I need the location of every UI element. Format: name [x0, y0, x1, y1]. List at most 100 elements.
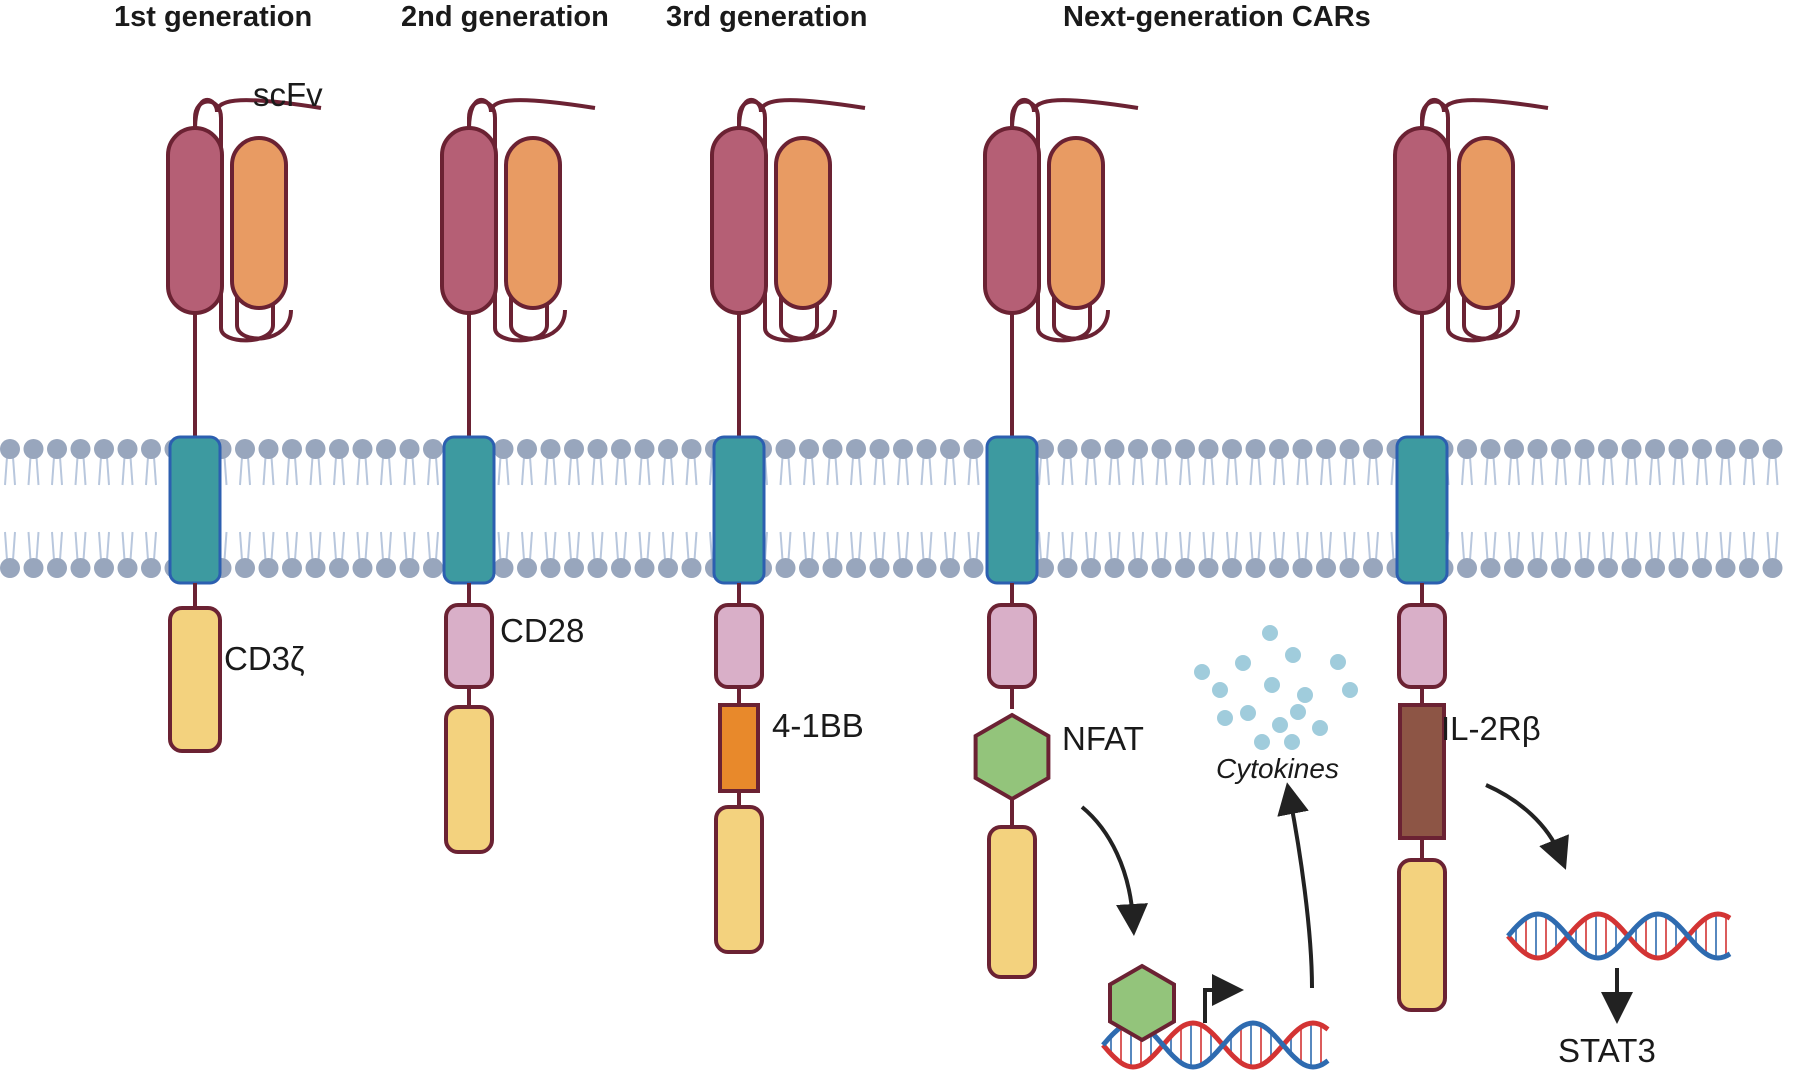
lipid-tail — [1696, 531, 1708, 561]
lipid-tail — [967, 531, 980, 561]
cell-membrane — [0, 439, 1783, 578]
lipid — [282, 439, 302, 578]
lipid-tail — [1108, 531, 1121, 561]
lipid-tail — [1320, 531, 1332, 561]
signaling-arrows — [1080, 782, 1633, 1024]
lipid-tail — [1461, 531, 1473, 561]
lipid-head — [94, 558, 114, 578]
lipid-tail — [1249, 456, 1262, 486]
lipid-head — [399, 558, 420, 578]
linker — [1010, 99, 1092, 343]
lipid — [799, 439, 819, 578]
lipid-head — [1081, 558, 1101, 578]
lipid-tail — [826, 456, 839, 486]
lipid-tail — [309, 456, 322, 486]
lipid — [1269, 439, 1289, 578]
lipid-head — [940, 558, 960, 578]
lipid-head — [1363, 558, 1383, 578]
lipid-head — [822, 439, 843, 459]
lipid-head — [869, 439, 890, 459]
lipid-tail — [1719, 456, 1732, 486]
lipid-head — [681, 439, 702, 459]
lipid — [423, 439, 443, 578]
lipid — [1762, 439, 1783, 578]
lipid — [1034, 439, 1054, 578]
cytokine-dot — [1262, 625, 1278, 641]
transcription-start-arrow-icon — [1203, 974, 1244, 1023]
lipid-tail — [1578, 456, 1591, 486]
lipid-tail — [27, 531, 40, 561]
cytokine-dot — [1240, 705, 1256, 721]
transmembrane-domain — [985, 435, 1039, 585]
lipid-head — [1480, 558, 1501, 578]
label-il-2rb: IL-2Rβ — [1441, 710, 1541, 747]
lipid-head — [1057, 558, 1078, 578]
lipid — [1457, 439, 1477, 578]
lipid — [399, 439, 420, 578]
lipid — [1668, 439, 1689, 578]
lipid — [1339, 439, 1360, 578]
lipid-tail — [497, 456, 510, 486]
lipid — [1574, 439, 1595, 578]
lipid-tail — [568, 456, 580, 486]
lipid — [564, 439, 584, 578]
4-1bb-domain — [718, 703, 760, 793]
lipid-tail — [521, 456, 533, 486]
lipid-tail — [779, 531, 792, 561]
lipid — [70, 439, 91, 578]
label-4-1bb: 4-1BB — [772, 707, 864, 744]
lipid-head — [1316, 558, 1336, 578]
lipid — [352, 439, 373, 578]
lipid-tail — [1766, 456, 1779, 486]
lipid-head — [423, 439, 443, 459]
lipid-tail — [1649, 456, 1661, 486]
lipid-tail — [121, 456, 134, 486]
label-scfv: scFv — [253, 76, 323, 113]
lipid-tail — [1555, 456, 1567, 486]
lipid-head — [1504, 558, 1524, 578]
cd28-domain — [1397, 603, 1447, 689]
lipid-tail — [1625, 456, 1638, 486]
lipid-head — [1104, 558, 1125, 578]
lipid-head — [70, 439, 91, 459]
lipid — [1292, 439, 1313, 578]
lipid-tail — [1085, 531, 1097, 561]
lipid-head — [799, 439, 819, 459]
lipid — [634, 439, 655, 578]
lipid-head — [846, 558, 866, 578]
lipid — [517, 439, 537, 578]
lipid-tail — [779, 456, 792, 486]
lipid-head — [47, 439, 67, 459]
lipid-head — [1363, 439, 1383, 459]
lipid-head — [1151, 439, 1172, 459]
lipid-tail — [1061, 456, 1074, 486]
dna-strand — [1506, 911, 1732, 961]
arrow-icon-nfat-to-dna — [1080, 805, 1149, 936]
lipid — [235, 439, 255, 578]
lipid-tail — [1296, 531, 1309, 561]
lipid-head — [587, 439, 608, 459]
lipid-tail — [1343, 531, 1356, 561]
lipid-head — [1551, 439, 1571, 459]
lipid-tail — [1555, 531, 1567, 561]
lipid-tail — [1508, 531, 1520, 561]
lipid-tail — [1296, 456, 1309, 486]
lipid-head — [611, 558, 631, 578]
lipid-head — [235, 439, 255, 459]
lipid-tail — [638, 456, 651, 486]
lipid-head — [1222, 558, 1242, 578]
lipid — [1151, 439, 1172, 578]
lipid — [117, 439, 138, 578]
lipid-head — [963, 439, 984, 459]
lipid-head — [1715, 439, 1736, 459]
lipid — [329, 439, 349, 578]
cytokine-dot — [1342, 682, 1358, 698]
lipid-head — [611, 439, 631, 459]
cytokine-dots — [1194, 625, 1358, 750]
lipid-head — [1598, 558, 1618, 578]
lipid-tail — [1132, 456, 1144, 486]
lipid-head — [916, 439, 937, 459]
cd3z-domain — [1397, 858, 1447, 1012]
lipid-head — [258, 558, 279, 578]
